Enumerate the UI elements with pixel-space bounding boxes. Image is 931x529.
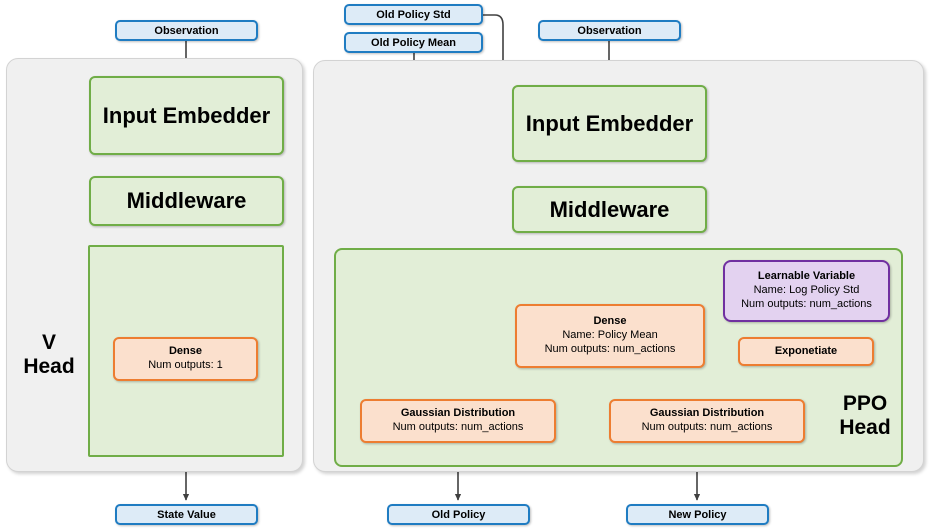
dense-policy-mean-title: Dense [593, 315, 627, 328]
input-embedder-ppo[interactable]: Input Embedder [512, 85, 707, 162]
ppo-head-label-line2: Head [839, 416, 891, 439]
observation-input-v[interactable]: Observation [115, 20, 258, 41]
new-policy-output-label: New Policy [668, 508, 727, 521]
exponetiate-title: Exponetiate [774, 344, 838, 357]
v-head-label: V Head [14, 325, 84, 385]
gaussian-distribution-new-title: Gaussian Distribution [649, 407, 765, 420]
old-policy-mean-input-label: Old Policy Mean [371, 36, 456, 49]
dense-v[interactable]: Dense Num outputs: 1 [113, 337, 258, 381]
learnable-variable-num-outputs: Num outputs: num_actions [741, 297, 872, 310]
observation-input-ppo-label: Observation [577, 24, 642, 37]
old-policy-std-input[interactable]: Old Policy Std [344, 4, 483, 25]
gaussian-distribution-old-title: Gaussian Distribution [400, 407, 516, 420]
gaussian-distribution-new[interactable]: Gaussian Distribution Num outputs: num_a… [609, 399, 805, 443]
new-policy-output[interactable]: New Policy [626, 504, 769, 525]
old-policy-output-label: Old Policy [431, 508, 486, 521]
exponetiate-block[interactable]: Exponetiate [738, 337, 874, 366]
dense-policy-mean[interactable]: Dense Name: Policy Mean Num outputs: num… [515, 304, 705, 368]
old-policy-mean-input[interactable]: Old Policy Mean [344, 32, 483, 53]
input-embedder-ppo-label: Input Embedder [525, 110, 694, 136]
dense-v-num-outputs: Num outputs: 1 [148, 359, 223, 371]
ppo-head-label: PPO Head [820, 388, 910, 444]
gaussian-distribution-new-num-outputs: Num outputs: num_actions [641, 421, 773, 433]
middleware-v-label: Middleware [126, 188, 247, 213]
old-policy-std-input-label: Old Policy Std [376, 8, 451, 21]
learnable-variable-log-policy-std[interactable]: Learnable Variable Name: Log Policy Std … [723, 260, 890, 322]
dense-policy-mean-num-outputs: Num outputs: num_actions [544, 342, 676, 355]
middleware-v[interactable]: Middleware [89, 176, 284, 226]
observation-input-v-label: Observation [154, 24, 219, 37]
input-embedder-v-label: Input Embedder [102, 102, 271, 128]
gaussian-distribution-old[interactable]: Gaussian Distribution Num outputs: num_a… [360, 399, 556, 443]
v-head-label-line1: V [41, 330, 56, 354]
old-policy-output[interactable]: Old Policy [387, 504, 530, 525]
dense-policy-mean-name: Name: Policy Mean [562, 329, 658, 342]
state-value-output[interactable]: State Value [115, 504, 258, 525]
dense-v-title: Dense [168, 345, 203, 358]
middleware-ppo-label: Middleware [549, 196, 670, 222]
ppo-head-label-line1: PPO [842, 391, 888, 415]
middleware-ppo[interactable]: Middleware [512, 186, 707, 233]
gaussian-distribution-old-num-outputs: Num outputs: num_actions [392, 421, 524, 433]
learnable-variable-name: Name: Log Policy Std [753, 284, 860, 297]
state-value-output-label: State Value [157, 508, 216, 521]
observation-input-ppo[interactable]: Observation [538, 20, 681, 41]
input-embedder-v[interactable]: Input Embedder [89, 76, 284, 155]
v-head-label-line2: Head [23, 355, 75, 378]
learnable-variable-title: Learnable Variable [757, 270, 856, 283]
